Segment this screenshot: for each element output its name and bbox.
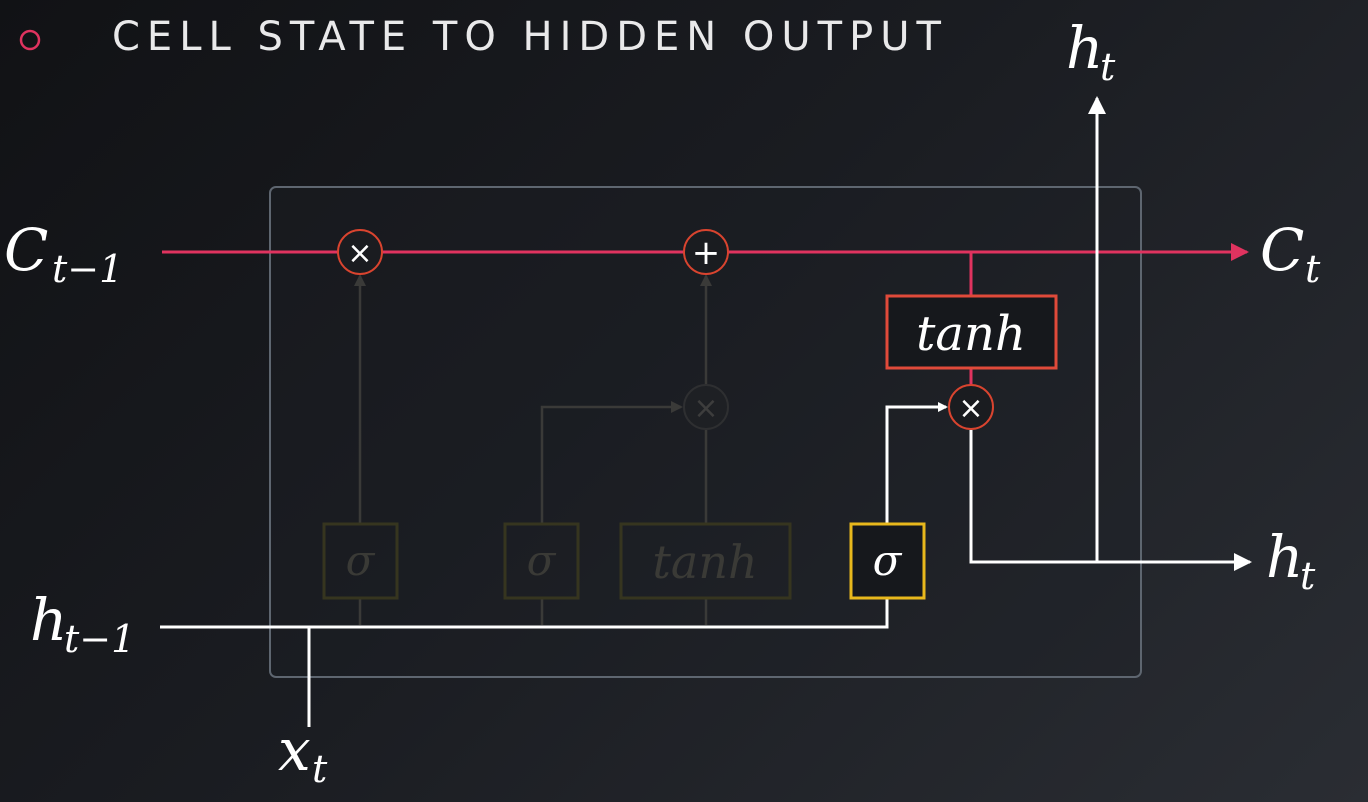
svg-text:h: h	[30, 586, 67, 654]
label-h-prev: h t−1	[30, 586, 135, 661]
svg-text:×: ×	[347, 236, 372, 271]
output-gate-to-multiply	[885, 402, 948, 524]
svg-text:t: t	[1300, 554, 1316, 598]
svg-text:tanh: tanh	[916, 306, 1026, 362]
candidate-gate-tanh: tanh	[619, 522, 792, 600]
label-c-prev: C t−1	[4, 216, 123, 291]
bullet-icon	[19, 29, 41, 51]
input-gate-sigma: σ	[503, 522, 580, 600]
svg-text:t: t	[1305, 247, 1321, 291]
output-multiply-op: ×	[948, 384, 994, 430]
label-c-next: C t	[1260, 216, 1321, 291]
slide-title: CELL STATE TO HIDDEN OUTPUT	[112, 14, 948, 60]
label-x-input: x t	[278, 716, 328, 791]
svg-text:t−1: t−1	[52, 247, 123, 291]
cell-tanh-box: tanh	[885, 294, 1058, 370]
svg-text:h: h	[1266, 523, 1303, 591]
svg-text:+: +	[692, 233, 721, 273]
svg-text:C: C	[4, 216, 48, 284]
label-h-top: h t	[1066, 14, 1116, 89]
svg-text:t: t	[1100, 45, 1116, 89]
svg-text:×: ×	[958, 391, 983, 426]
input-multiply-op: ×	[683, 384, 729, 430]
svg-text:σ: σ	[873, 536, 903, 585]
svg-text:×: ×	[693, 391, 718, 426]
svg-text:σ: σ	[527, 536, 557, 585]
label-h-right: h t	[1266, 523, 1316, 598]
output-gate-sigma: σ	[849, 522, 926, 600]
svg-text:C: C	[1260, 216, 1304, 284]
forget-multiply-op: ×	[337, 229, 383, 275]
svg-text:t: t	[312, 747, 328, 791]
hidden-input-line	[160, 598, 889, 629]
forget-gate-sigma: σ	[322, 522, 399, 600]
svg-text:σ: σ	[346, 536, 376, 585]
svg-text:x: x	[278, 716, 311, 784]
multiply-to-output-line	[969, 430, 1252, 571]
svg-text:h: h	[1066, 14, 1103, 82]
add-op: +	[683, 229, 729, 275]
svg-text:t−1: t−1	[64, 617, 135, 661]
inactive-paths	[354, 274, 712, 625]
svg-text:tanh: tanh	[652, 535, 757, 589]
